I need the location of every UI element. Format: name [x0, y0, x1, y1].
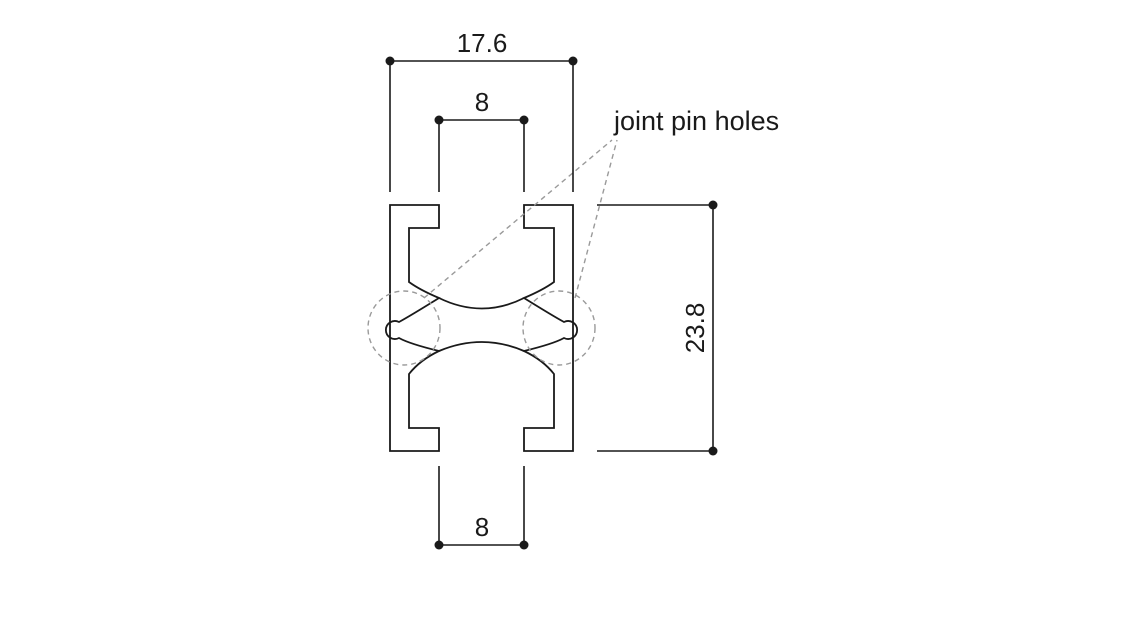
overall-height-dot-bottom [708, 446, 718, 456]
upper-curved-web [438, 297, 525, 310]
overall-width-dot-right [568, 56, 578, 66]
lower-curved-web [438, 341, 525, 352]
overall-width-dot-left [385, 56, 395, 66]
bottom-slot-dot-left [434, 540, 444, 550]
top-slot-width-value: 8 [475, 87, 489, 117]
leader-line-left [423, 139, 613, 299]
overall-width-dimension: 17.6 [385, 28, 578, 192]
overall-height-dimension: 23.8 [597, 200, 718, 456]
top-slot-dot-left [434, 115, 444, 125]
top-slot-width-dimension: 8 [434, 87, 529, 192]
leader-line-right [574, 139, 618, 299]
profile-right-half [521, 204, 578, 452]
bottom-slot-dot-right [519, 540, 529, 550]
overall-height-dot-top [708, 200, 718, 210]
top-slot-dot-right [519, 115, 529, 125]
left-pin-hole-circle [367, 290, 441, 366]
bottom-slot-width-value: 8 [475, 512, 489, 542]
joint-pin-holes-label: joint pin holes [613, 106, 779, 136]
overall-width-value: 17.6 [457, 28, 508, 58]
pin-hole-callouts: joint pin holes [367, 106, 779, 366]
overall-height-value: 23.8 [680, 303, 710, 354]
bottom-slot-width-dimension: 8 [434, 466, 529, 550]
extrusion-profile [385, 204, 578, 452]
profile-left-half [385, 204, 442, 452]
right-pin-hole-circle [522, 290, 596, 366]
